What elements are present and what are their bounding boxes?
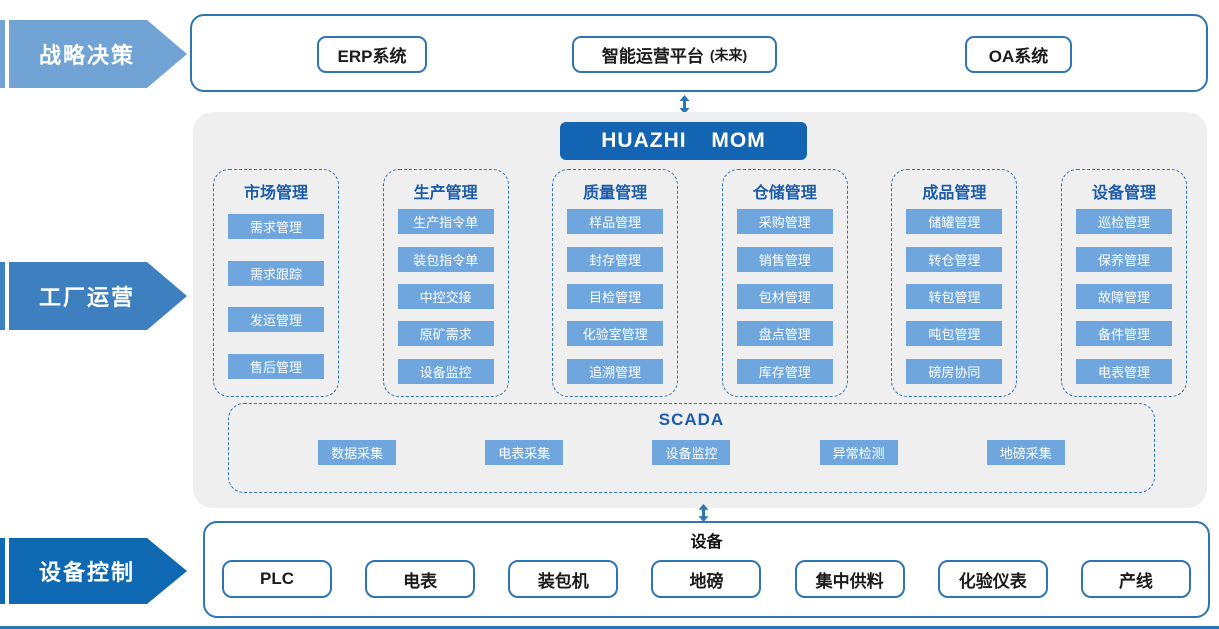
mom-panel: HUAZHI MOM 市场管理 需求管理 需求跟踪 发运管理 售后管理 生产管理…	[193, 112, 1207, 508]
module-column-title: 成品管理	[922, 185, 987, 202]
module-chip: 生产指令单	[397, 209, 494, 235]
equipment-panel: 设备 PLC 电表 装包机 地磅 集中供料 化验仪表 产线	[203, 521, 1210, 618]
scada-chip: 设备监控	[652, 440, 731, 465]
device-box-lab-instrument: 化验仪表	[937, 560, 1048, 598]
oa-system-label: OA系统	[988, 47, 1049, 66]
layer-label-operations: 工厂运营	[9, 262, 187, 330]
bottom-divider	[0, 626, 1219, 629]
module-chip: 封存管理	[567, 246, 664, 272]
module-chip: 储罐管理	[906, 209, 1003, 235]
mom-banner: HUAZHI MOM	[560, 122, 807, 160]
scada-chip: 异常检测	[819, 440, 898, 465]
module-chip: 目检管理	[567, 283, 664, 309]
module-chip: 需求管理	[228, 213, 324, 239]
equipment-panel-title: 设备	[690, 534, 723, 551]
smart-ops-platform-box: 智能运营平台 (未来)	[572, 36, 777, 73]
scada-panel: SCADA 数据采集 电表采集 设备监控 异常检测 地磅采集	[228, 403, 1155, 493]
layer-arrow-device-control: 设备控制	[0, 538, 187, 604]
erp-system-box: ERP系统	[317, 36, 427, 73]
module-column-warehouse: 仓储管理 采购管理 销售管理 包材管理 盘点管理 库存管理	[721, 169, 848, 397]
module-column-finished-goods: 成品管理 储罐管理 转仓管理 转包管理 吨包管理 磅房协同	[891, 169, 1018, 397]
smart-ops-platform-suffix: (未来)	[709, 46, 748, 63]
module-column-title: 质量管理	[583, 185, 648, 202]
module-chip: 需求跟踪	[228, 260, 324, 286]
layer-label-strategic: 战略决策	[9, 20, 187, 88]
module-chip: 电表管理	[1075, 358, 1172, 384]
scada-title: SCADA	[658, 410, 725, 429]
device-box-central-feeding: 集中供料	[794, 560, 905, 598]
device-box-electric-meter: 电表	[365, 560, 476, 598]
module-chip: 库存管理	[736, 358, 833, 384]
module-columns: 市场管理 需求管理 需求跟踪 发运管理 售后管理 生产管理 生产指令单 装包指令…	[213, 169, 1187, 397]
module-chip: 化验室管理	[567, 321, 664, 347]
module-chip: 磅房协同	[906, 358, 1003, 384]
module-column-title: 仓储管理	[752, 185, 817, 202]
layer-label-device-control: 设备控制	[9, 538, 187, 604]
scada-chip: 地磅采集	[986, 440, 1065, 465]
scada-chip: 数据采集	[318, 440, 397, 465]
device-box-bagging-machine: 装包机	[508, 560, 619, 598]
module-column-market: 市场管理 需求管理 需求跟踪 发运管理 售后管理	[213, 169, 339, 397]
device-box-plc: PLC	[222, 560, 332, 598]
module-chip: 发运管理	[228, 307, 324, 333]
module-column-title: 市场管理	[243, 185, 308, 202]
layer-arrow-strategic: 战略决策	[0, 20, 187, 88]
module-column-production: 生产管理 生产指令单 装包指令单 中控交接 原矿需求 设备监控	[382, 169, 509, 397]
module-chip: 样品管理	[567, 209, 664, 235]
module-chip: 追溯管理	[567, 358, 664, 384]
oa-system-box: OA系统	[965, 36, 1072, 73]
module-column-quality: 质量管理 样品管理 封存管理 目检管理 化验室管理 追溯管理	[552, 169, 679, 397]
device-box-production-line: 产线	[1080, 560, 1191, 598]
module-chip: 巡检管理	[1075, 209, 1172, 235]
module-chip: 设备监控	[397, 358, 494, 384]
scada-chip: 电表采集	[485, 440, 564, 465]
module-chip: 保养管理	[1075, 246, 1172, 272]
module-chip: 故障管理	[1075, 283, 1172, 309]
layer-arrow-operations: 工厂运营	[0, 262, 187, 330]
arrow-accent-bar	[0, 262, 5, 330]
module-chip: 吨包管理	[906, 321, 1003, 347]
module-chip: 盘点管理	[736, 321, 833, 347]
up-down-arrow-icon	[698, 504, 709, 522]
module-column-title: 设备管理	[1091, 185, 1156, 202]
erp-system-label: ERP系统	[337, 47, 407, 66]
module-chip: 售后管理	[228, 354, 324, 380]
up-down-arrow-icon	[679, 95, 690, 114]
module-chip: 备件管理	[1075, 321, 1172, 347]
module-chip: 采购管理	[736, 209, 833, 235]
module-chip: 原矿需求	[397, 321, 494, 347]
module-column-title: 生产管理	[413, 185, 478, 202]
arrow-accent-bar	[0, 538, 5, 604]
arrow-accent-bar	[0, 20, 5, 88]
module-column-equipment: 设备管理 巡检管理 保养管理 故障管理 备件管理 电表管理	[1060, 169, 1187, 397]
module-chip: 装包指令单	[397, 246, 494, 272]
module-chip: 转仓管理	[906, 246, 1003, 272]
module-chip: 包材管理	[736, 283, 833, 309]
top-systems-panel: ERP系统 智能运营平台 (未来) OA系统	[190, 14, 1208, 92]
module-chip: 销售管理	[736, 246, 833, 272]
smart-ops-platform-label: 智能运营平台	[601, 47, 704, 66]
device-box-weighbridge: 地磅	[651, 560, 762, 598]
module-chip: 转包管理	[906, 283, 1003, 309]
module-chip: 中控交接	[397, 283, 494, 309]
